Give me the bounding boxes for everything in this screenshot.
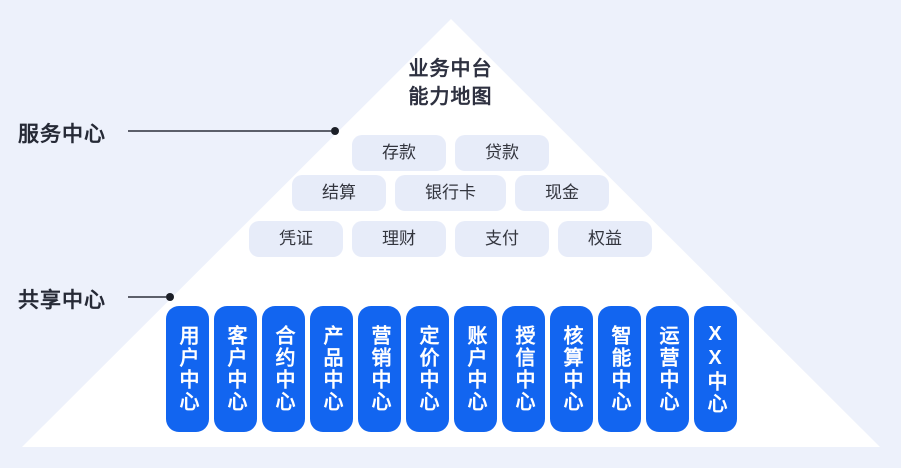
shared-center-row: 用户中心 客户中心 合约中心 产品中心 营销中心 定价中心 账户中心 授信中心 … — [166, 306, 737, 432]
leader-dot — [166, 293, 174, 301]
shared-center-pill: XX中心 — [694, 306, 737, 432]
service-capability-pill: 凭证 — [249, 221, 343, 257]
diagram-title: 业务中台 能力地图 — [0, 55, 901, 112]
shared-center-pill: 授信中心 — [502, 306, 545, 432]
shared-center-pill: 定价中心 — [406, 306, 449, 432]
title-line1: 业务中台 — [408, 58, 493, 80]
shared-center-pill: 营销中心 — [358, 306, 401, 432]
service-capability-pill: 理财 — [352, 221, 446, 257]
service-capability-row-1: 存款 贷款 — [0, 135, 901, 171]
shared-center-pill: 核算中心 — [550, 306, 593, 432]
shared-center-pill: 合约中心 — [262, 306, 305, 432]
service-capability-row-3: 凭证 理财 支付 权益 — [0, 221, 901, 257]
service-capability-pill: 现金 — [515, 175, 609, 211]
shared-center-pill: 运营中心 — [646, 306, 689, 432]
shared-center-pill: 用户中心 — [166, 306, 209, 432]
shared-center-pill: 智能中心 — [598, 306, 641, 432]
shared-center-pill: 产品中心 — [310, 306, 353, 432]
shared-center-label: 共享中心 — [18, 289, 106, 312]
service-capability-pill: 结算 — [292, 175, 386, 211]
leader-dot — [331, 127, 339, 135]
service-capability-pill: 权益 — [558, 221, 652, 257]
shared-center-leader-line — [128, 293, 174, 301]
service-capability-pill: 存款 — [352, 135, 446, 171]
service-capability-pill: 银行卡 — [395, 175, 506, 211]
title-line2: 能力地图 — [408, 86, 493, 109]
shared-center-pill: 账户中心 — [454, 306, 497, 432]
service-capability-pill: 贷款 — [455, 135, 549, 171]
service-capability-row-2: 结算 银行卡 现金 — [0, 175, 901, 211]
service-center-leader-line — [128, 127, 339, 135]
service-capability-pill: 支付 — [455, 221, 549, 257]
shared-center-pill: 客户中心 — [214, 306, 257, 432]
service-center-label: 服务中心 — [18, 123, 106, 146]
